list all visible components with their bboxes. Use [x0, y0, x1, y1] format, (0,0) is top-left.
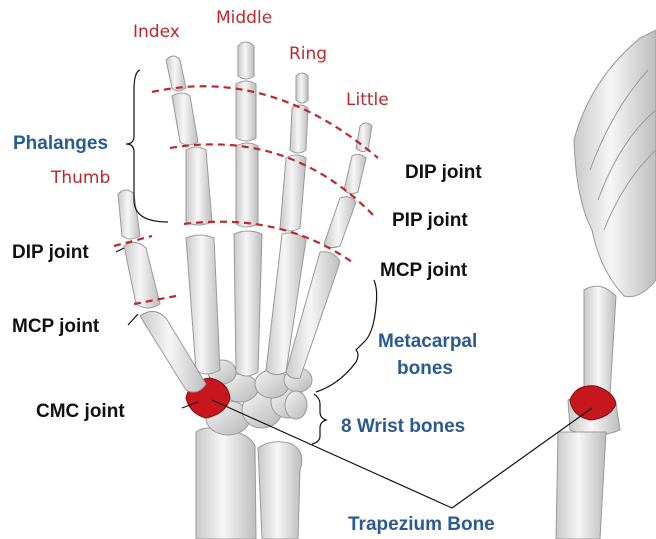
finger-label-thumb: Thumb — [51, 170, 110, 187]
finger-label-ring: Ring — [289, 46, 327, 63]
cmc-joint-label: CMC joint — [36, 402, 125, 421]
phalanges-label: Phalanges — [13, 134, 108, 153]
mcp-thumb-leader — [128, 314, 138, 325]
mcp-joint-label: MCP joint — [380, 261, 467, 280]
wrist-bones-label: 8 Wrist bones — [341, 417, 465, 436]
metacarpal-label-line1: Metacarpal — [378, 332, 477, 351]
thumb-dip-joint-label: DIP joint — [12, 243, 89, 262]
phalanx — [166, 56, 186, 91]
ulna-bone — [258, 442, 302, 539]
phalanx — [296, 73, 308, 103]
phalanx — [324, 197, 356, 248]
wrist-brace — [312, 394, 326, 444]
carpal-bone — [285, 391, 307, 419]
phalanx — [290, 105, 308, 153]
finger-label-little: Little — [346, 92, 389, 109]
metacarpal-label-line2: bones — [397, 359, 453, 378]
phalanx — [118, 190, 140, 239]
phalanx — [172, 93, 198, 145]
phalanx — [356, 123, 372, 152]
finger-label-index: Index — [133, 24, 180, 41]
side-view-metacarpal — [584, 286, 616, 397]
phalanx — [344, 154, 366, 193]
metacarpal-bones — [140, 231, 340, 392]
radius-bone — [196, 428, 256, 539]
trapezium-bone-label: Trapezium Bone — [348, 515, 495, 534]
thumb-mcp-joint-label: MCP joint — [12, 317, 99, 336]
phalanx — [236, 143, 258, 227]
hand-side-view — [556, 30, 656, 539]
metacarpal-middle — [234, 231, 262, 376]
dip-thumb-leader — [116, 248, 124, 252]
pip-joint-label: PIP joint — [392, 211, 468, 230]
metacarpal-index — [186, 235, 220, 374]
side-view-forearm — [556, 432, 606, 539]
finger-label-middle: Middle — [216, 10, 272, 27]
phalanx — [186, 147, 212, 225]
forearm-bones — [196, 428, 302, 539]
phalanx — [280, 155, 306, 231]
dip-joint-label: DIP joint — [405, 163, 482, 182]
phalanx — [238, 42, 254, 79]
phalanx — [124, 242, 160, 308]
